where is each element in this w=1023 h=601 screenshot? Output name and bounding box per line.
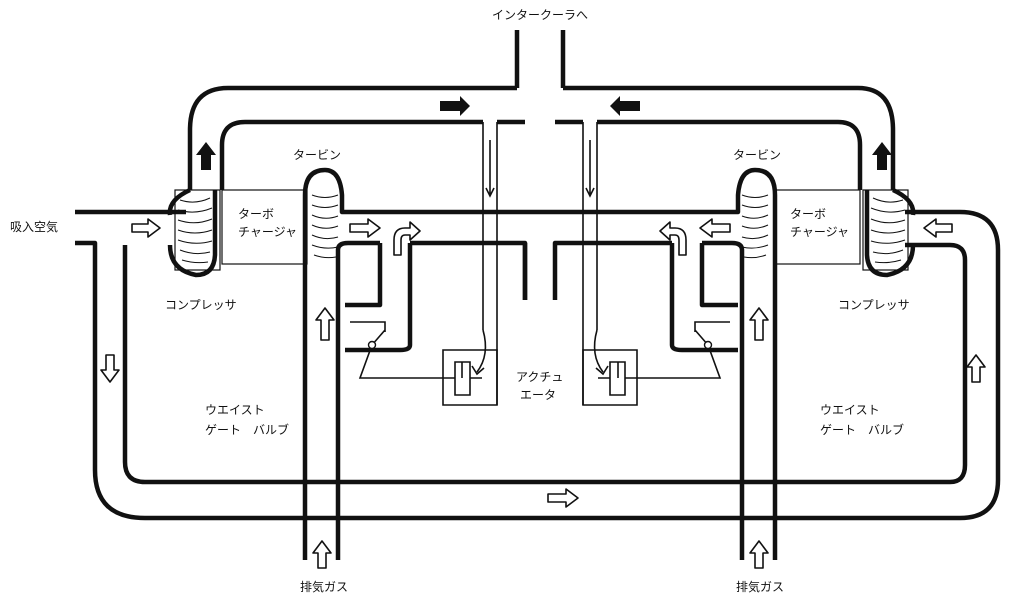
left-turbine-housing bbox=[302, 167, 560, 480]
wastegate-right-label-2: ゲート バルブ bbox=[820, 423, 905, 437]
hollow-arrow-intake bbox=[131, 218, 161, 238]
left-actuator bbox=[442, 329, 498, 406]
actuator-label-1: アクチュ bbox=[516, 370, 564, 384]
right-turbine-exit-pipe bbox=[702, 240, 745, 480]
left-exhaust-inlet bbox=[302, 480, 341, 560]
actuator-sense-line-right bbox=[582, 122, 598, 330]
hollow-curved-arrow-left bbox=[393, 221, 421, 256]
wastegate-right-label-1: ウエイスト bbox=[820, 403, 880, 417]
left-exhaust-manifold bbox=[345, 243, 413, 353]
hollow-arrow-right-turbine-out bbox=[699, 218, 731, 238]
turbine-left-label: タービン bbox=[293, 148, 342, 162]
hollow-arrow-right-intake bbox=[923, 218, 953, 238]
turbocharger-right-label-2: チャージャ bbox=[790, 225, 850, 239]
right-compressor-housing bbox=[864, 187, 916, 278]
hollow-arrow-wastegate-right bbox=[749, 307, 769, 341]
hollow-arrow-exhaust-right bbox=[749, 540, 769, 569]
turbocharger-right-label-1: ターボ bbox=[790, 207, 827, 221]
hollow-arrow-wastegate-left bbox=[315, 307, 335, 341]
turbocharger-left-label-1: ターボ bbox=[238, 207, 275, 221]
hollow-arrow-left-turbine-out bbox=[349, 218, 381, 238]
left-wastegate-pivot bbox=[367, 340, 377, 350]
right-turbine-housing bbox=[560, 167, 778, 480]
exhaust-right-label: 排気ガス bbox=[736, 580, 785, 594]
right-exhaust-inlet bbox=[739, 480, 778, 560]
wastegate-left-label-2: ゲート バルブ bbox=[205, 423, 290, 437]
actuator-sense-line-left bbox=[482, 122, 498, 330]
hollow-arrow-exhaust-left bbox=[312, 540, 332, 569]
turbocharger-left-label-2: チャージャ bbox=[238, 225, 298, 239]
charge-air-pipe-inner bbox=[219, 119, 863, 190]
left-compressor-wheel-frame bbox=[174, 189, 221, 271]
left-compressor-housing bbox=[167, 187, 218, 278]
right-bank-inner bbox=[552, 240, 672, 300]
right-turbine-wheel bbox=[741, 194, 769, 259]
intake-air-label: 吸入空気 bbox=[10, 220, 59, 234]
right-exhaust-manifold bbox=[669, 243, 738, 353]
solid-arrow-top-left bbox=[440, 96, 470, 116]
hollow-curved-arrow-right bbox=[659, 221, 687, 256]
compressor-right-label: コンプレッサ bbox=[838, 298, 910, 312]
right-actuator bbox=[582, 329, 638, 406]
sense-arrow-right bbox=[585, 140, 595, 198]
turbine-right-label: タービン bbox=[733, 148, 782, 162]
left-turbine-wheel bbox=[311, 194, 339, 259]
hollow-arrow-bottom-pipe bbox=[547, 488, 579, 508]
actuator-label-2: エータ bbox=[520, 388, 557, 402]
hollow-arrow-down-left bbox=[100, 354, 120, 383]
intake-pipe-inner-loop bbox=[122, 242, 968, 485]
intercooler-label: インタークーラへ bbox=[492, 8, 589, 22]
solid-arrow-up-right bbox=[872, 142, 892, 170]
charge-air-pipe-outer bbox=[187, 85, 896, 190]
hollow-arrow-up-right-duct bbox=[966, 354, 986, 383]
left-compressor-wheel bbox=[177, 197, 213, 264]
right-compressor-wheel bbox=[870, 197, 906, 264]
solid-arrow-top-right bbox=[610, 96, 640, 116]
intake-pipe-bottom bbox=[75, 209, 1001, 521]
sense-arrow-left bbox=[485, 140, 495, 198]
solid-arrow-up-left bbox=[196, 142, 216, 170]
wastegate-left-label-1: ウエイスト bbox=[205, 403, 265, 417]
compressor-left-label: コンプレッサ bbox=[165, 298, 237, 312]
left-turbine-exit-pipe bbox=[335, 240, 380, 480]
left-bank-inner bbox=[410, 240, 528, 300]
right-wastegate-pivot bbox=[703, 340, 713, 350]
right-compressor-wheel-frame bbox=[862, 189, 909, 271]
exhaust-left-label: 排気ガス bbox=[300, 580, 349, 594]
